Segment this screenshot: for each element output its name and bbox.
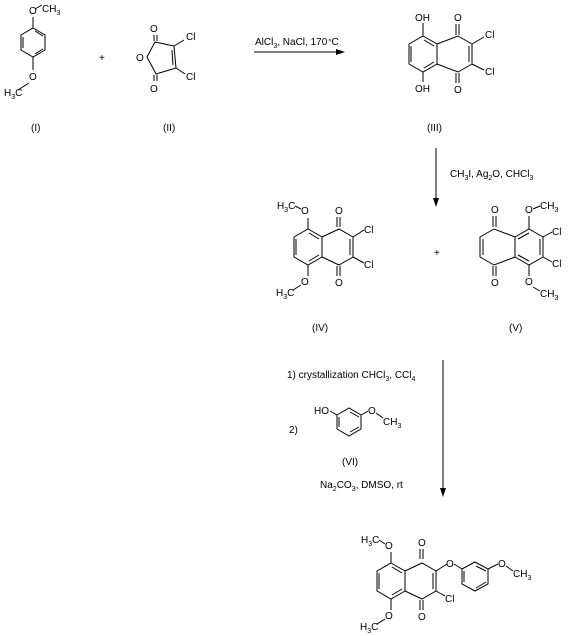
compound-iv-atom-o-top: O	[335, 206, 343, 217]
compound-iv-atom-h3c-bottom: H3C	[276, 288, 294, 301]
product-atom-ch3-aryl: CH3	[513, 569, 531, 582]
compound-i-label: (I)	[31, 123, 40, 134]
compound-vi: HO O CH3 (VI)	[314, 406, 401, 468]
compound-vi-atom-o: O	[368, 406, 376, 417]
product-atom-o-bottom: O	[418, 612, 426, 623]
compound-iv-atom-cl-bottom: Cl	[364, 260, 373, 271]
compound-ii: O O O Cl Cl (II)	[136, 24, 195, 134]
compound-ii-label: (II)	[163, 123, 175, 134]
compound-iv-atom-o-methoxy-top: O	[301, 206, 309, 217]
plus-sign-1: +	[99, 53, 105, 64]
compound-ii-atom-cl-bottom: Cl	[186, 72, 195, 83]
compound-v-atom-o-bottom: O	[491, 278, 499, 289]
compound-iv: H3C O O Cl Cl O O H3C (IV)	[276, 201, 373, 334]
compound-iv-atom-h3c-top: H3C	[277, 201, 295, 214]
compound-iii-atom-cl-bottom: Cl	[485, 67, 494, 78]
plus-sign-2: +	[434, 248, 440, 259]
compound-iii-atom-oh-top: OH	[415, 13, 430, 24]
reaction-arrow-3: 1) crystallization CHCl3, CCl4 2) Na2CO3…	[287, 360, 446, 497]
compound-v-atom-o-top: O	[491, 205, 499, 216]
compound-ii-atom-cl-top: Cl	[186, 32, 195, 43]
reaction-arrow-1: AlCl3, NaCl, 170°C	[254, 37, 345, 55]
compound-vi-atom-ho: HO	[314, 406, 329, 417]
compound-v-label: (V)	[509, 323, 522, 334]
compound-iv-atom-cl-top: Cl	[364, 225, 373, 236]
product-atom-o-methoxy-bottom: O	[385, 611, 393, 622]
compound-iv-atom-o-methoxy-bottom: O	[301, 277, 309, 288]
compound-iv-atom-o-bottom: O	[335, 278, 343, 289]
compound-ii-atom-o-ring: O	[136, 53, 144, 64]
compound-v-atom-o-methoxy-top: O	[525, 205, 533, 216]
reaction-arrow-2: CH3I, Ag2O, CHCl3	[433, 148, 534, 207]
compound-v-atom-cl-bottom: Cl	[552, 259, 561, 270]
product-atom-h3c-top: H3C	[361, 535, 379, 548]
compound-iii-atom-cl-top: Cl	[485, 30, 494, 41]
compound-i-atom-ch3-top: CH3	[42, 4, 60, 17]
compound-ii-atom-o-bottom: O	[150, 84, 158, 95]
final-product: H3C O O O O CH3 Cl O O H3C	[360, 535, 531, 635]
compound-v-atom-cl-top: Cl	[552, 227, 561, 238]
compound-iv-label: (IV)	[312, 323, 328, 334]
compound-v-atom-ch3-bottom: CH3	[540, 289, 558, 302]
step3-line2: 2)	[289, 425, 298, 436]
compound-iii-atom-o-top: O	[454, 13, 462, 24]
compound-v-atom-o-methoxy-bottom: O	[525, 277, 533, 288]
compound-ii-atom-o-top: O	[150, 24, 158, 35]
compound-iii-atom-o-bottom: O	[454, 85, 462, 96]
product-atom-cl: Cl	[445, 594, 454, 605]
product-atom-o-aryloxy: O	[446, 559, 454, 570]
compound-vi-atom-ch3: CH3	[383, 417, 401, 430]
compound-i-atom-o-top: O	[29, 6, 37, 17]
step3-line3: Na2CO3, DMSO, rt	[320, 480, 403, 493]
compound-i-atom-h3c: H3C	[4, 88, 22, 101]
product-atom-h3c-bottom: H3C	[360, 622, 378, 635]
step1-reagents: AlCl3, NaCl, 170°C	[255, 37, 339, 50]
step2-reagents: CH3I, Ag2O, CHCl3	[450, 169, 534, 182]
compound-iii-atom-oh-bottom: OH	[415, 84, 430, 95]
product-atom-o-methoxy-aryl: O	[498, 559, 506, 570]
step3-line1: 1) crystallization CHCl3, CCl4	[287, 370, 416, 383]
compound-i-atom-o-bottom: O	[29, 72, 37, 83]
compound-iii-label: (III)	[427, 123, 442, 134]
product-atom-o-top: O	[418, 538, 426, 549]
compound-vi-label: (VI)	[342, 457, 358, 468]
compound-v-atom-ch3-top: CH3	[540, 201, 558, 214]
compound-v: O O CH3 Cl Cl O O CH3 (V)	[479, 201, 561, 334]
compound-iii: OH O Cl Cl O OH (III)	[408, 13, 494, 134]
compound-i: O CH3 O H3C (I)	[4, 4, 60, 134]
product-atom-o-methoxy-top: O	[385, 541, 393, 552]
